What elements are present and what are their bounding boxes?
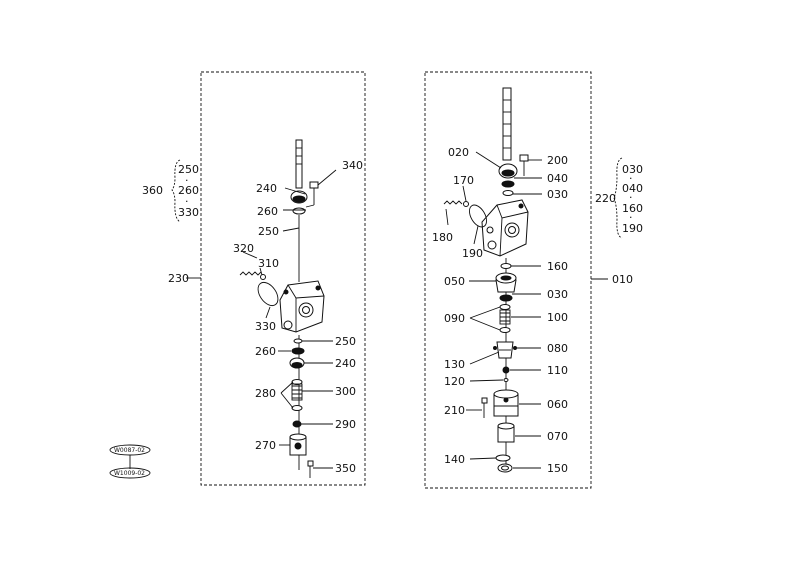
label-230: 230 [168,272,189,285]
callout-210: 210 [444,404,465,417]
kit-label-220: 220 [595,192,616,205]
right-ring-040 [501,180,515,188]
left-spring-300 [291,379,303,411]
left-screw-340 [305,181,319,208]
right-spool [502,87,512,161]
kit-item-040: 040 [622,182,643,195]
callout-200: 200 [547,154,568,167]
left-kit-bracket [171,159,181,223]
callout-260b: 260 [255,345,276,358]
kit-item-030: 030 [622,163,643,176]
ref-code-oval-2 [109,467,151,479]
right-part-110 [502,366,510,374]
left-cap-270 [289,433,307,456]
kit-label-360: 360 [142,184,163,197]
callout-350: 350 [335,462,356,475]
callout-180: 180 [432,231,453,244]
right-seal-160 [500,263,512,269]
svg-text:·: · [629,172,633,185]
right-bolt-210 [481,397,488,418]
callout-250: 250 [258,225,279,238]
callout-190: 190 [462,247,483,260]
callout-300: 300 [335,385,356,398]
ref-code-1: W0087-02 [114,447,145,454]
callout-140: 140 [444,453,465,466]
right-sleeve-070 [497,422,515,443]
right-valve-body [481,199,529,257]
kit-item-330: 330 [178,206,199,219]
callout-120: 120 [444,375,465,388]
kit-item-250: 250 [178,163,199,176]
callout-030: 030 [547,188,568,201]
callout-040: 040 [547,172,568,185]
svg-text:·: · [185,195,189,208]
right-kit-bracket [613,157,623,239]
right-part-080 [493,341,517,359]
kit-item-260: 260 [178,184,199,197]
callout-250b: 250 [335,335,356,348]
right-part-120 [503,378,509,382]
callout-150: 150 [547,462,568,475]
left-oring-330 [257,281,279,307]
callout-330: 330 [255,320,276,333]
callout-280: 280 [255,387,276,400]
callout-340: 340 [342,159,363,172]
right-ring-030b [499,294,513,302]
callout-240: 240 [256,182,277,195]
callout-170: 170 [453,174,474,187]
right-oring-190 [469,204,487,228]
callout-130: 130 [444,358,465,371]
left-seal-250 [293,338,303,344]
left-ring-260 [292,207,306,215]
callout-240b: 240 [335,357,356,370]
callout-020: 020 [448,146,469,159]
label-010: 010 [612,273,633,286]
right-cap-050 [495,272,517,293]
right-screw-200 [519,154,529,176]
right-spring-180 [443,200,469,207]
left-bolt-350 [307,460,314,478]
callout-310: 310 [258,257,279,270]
callout-030b: 030 [547,288,568,301]
left-part-290 [292,420,302,428]
callout-060: 060 [547,398,568,411]
left-assembly-box [200,71,366,486]
right-body-060 [493,389,519,417]
kit-item-190: 190 [622,222,643,235]
callout-070: 070 [547,430,568,443]
right-seal-030 [502,190,514,196]
callout-270: 270 [255,439,276,452]
left-spool [295,139,303,282]
left-ring-260b [291,347,305,355]
callout-050: 050 [444,275,465,288]
kit-item-160: 160 [622,202,643,215]
svg-text:·: · [629,191,633,204]
callout-090: 090 [444,312,465,325]
left-spring-320 [239,271,266,280]
ref-code-2: W1009-02 [114,470,145,477]
callout-100: 100 [547,311,568,324]
right-spring-100 [499,304,511,333]
right-oring-140 [495,454,511,462]
callout-260: 260 [257,205,278,218]
left-valve-body [279,280,325,333]
svg-text:·: · [629,211,633,224]
callout-160: 160 [547,260,568,273]
svg-text:·: · [185,174,189,187]
callout-080: 080 [547,342,568,355]
right-assembly-box [424,71,592,489]
callout-320: 320 [233,242,254,255]
callout-110: 110 [547,364,568,377]
callout-290: 290 [335,418,356,431]
